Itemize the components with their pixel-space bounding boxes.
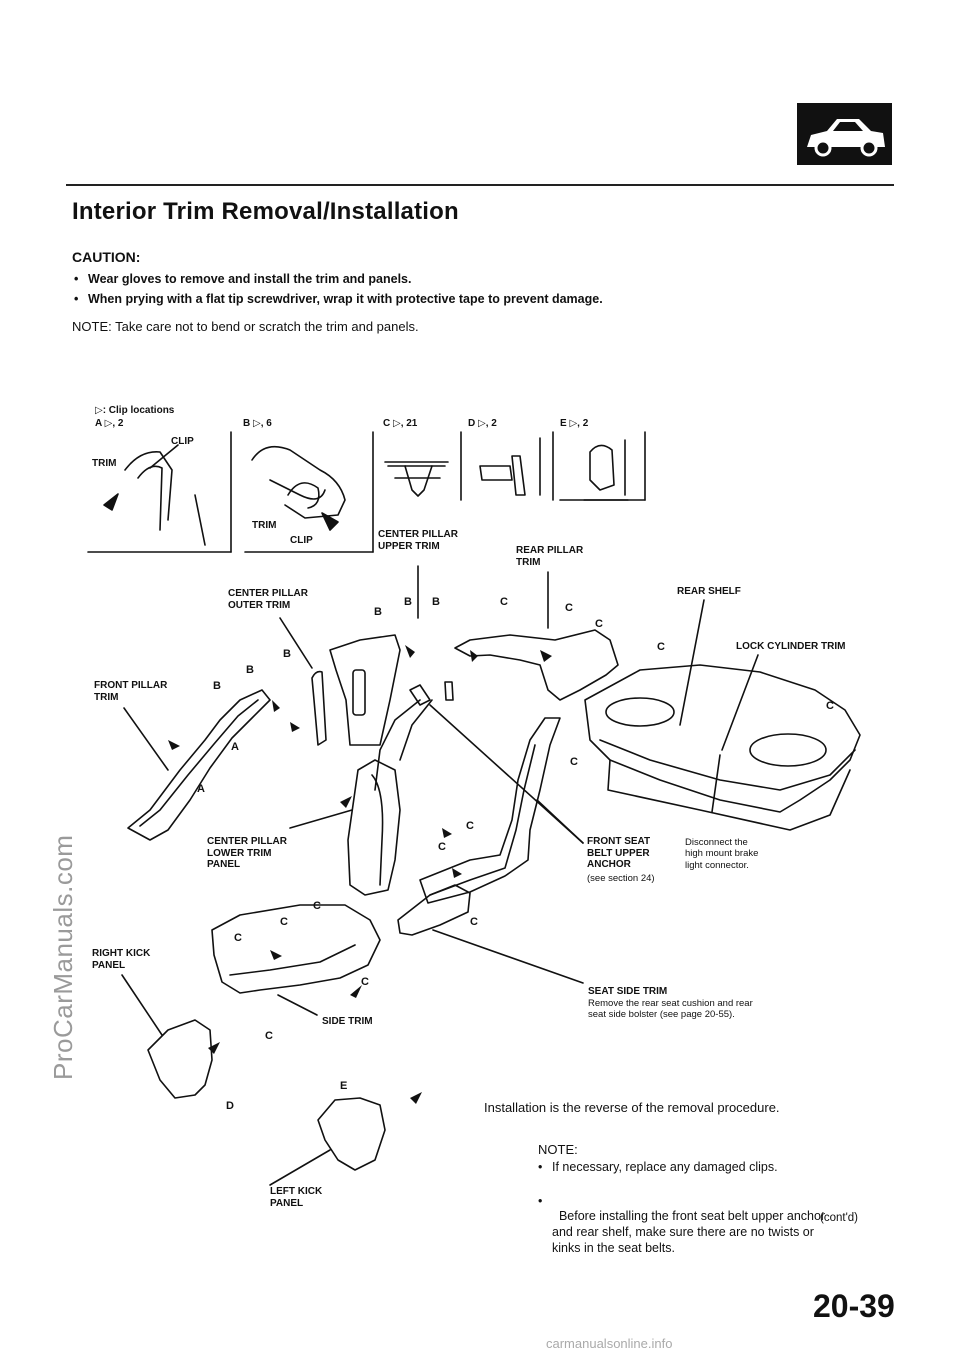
caution-item-1: • Wear gloves to remove and install the … xyxy=(74,272,412,286)
label-clip-a: CLIP xyxy=(171,436,194,447)
clip-count-e: E ▷, 2 xyxy=(560,418,589,429)
caution-item-text: Wear gloves to remove and install the tr… xyxy=(88,272,412,286)
footer-watermark: carmanualsonline.info xyxy=(546,1336,673,1351)
clip-letter-b: B xyxy=(432,596,440,608)
clip-letter-b: B xyxy=(404,596,412,608)
continued-label: (cont'd) xyxy=(820,1212,858,1224)
clip-letter-c: C xyxy=(234,932,242,944)
label-front-pillar-trim: FRONT PILLAR TRIM xyxy=(94,680,168,703)
caution-item-2: • When prying with a flat tip screwdrive… xyxy=(74,292,603,306)
bullet-dot: • xyxy=(538,1193,543,1208)
bullet-dot: • xyxy=(538,1160,543,1174)
label-center-pillar-lower-trim-panel: CENTER PILLAR LOWER TRIM PANEL xyxy=(207,836,287,870)
clip-letter-c: C xyxy=(466,820,474,832)
clip-letter-d: D xyxy=(226,1100,234,1112)
clip-count-d: D ▷, 2 xyxy=(468,418,497,429)
clip-letter-b: B xyxy=(283,648,291,660)
label-see-section-24: (see section 24) xyxy=(587,873,655,884)
note-item-text: Before installing the front seat belt up… xyxy=(552,1209,826,1255)
label-seat-side-trim-note: Remove the rear seat cushion and rear se… xyxy=(588,998,753,1021)
bullet-dot: • xyxy=(74,292,79,306)
label-rear-shelf: REAR SHELF xyxy=(677,586,741,597)
label-lock-cylinder-trim: LOCK CYLINDER TRIM xyxy=(736,641,846,652)
page-title: Interior Trim Removal/Installation xyxy=(72,198,459,225)
clip-letter-c: C xyxy=(280,916,288,928)
clip-legend: ▷: Clip locations xyxy=(95,405,175,416)
note-item-2: • Before installing the front seat belt … xyxy=(538,1178,826,1256)
label-center-pillar-upper-trim: CENTER PILLAR UPPER TRIM xyxy=(378,529,458,552)
clip-letter-c: C xyxy=(313,900,321,912)
label-trim-a: TRIM xyxy=(92,458,117,469)
note-text: NOTE: Take care not to bend or scratch t… xyxy=(72,319,419,334)
clip-letter-c: C xyxy=(361,976,369,988)
label-rear-pillar-trim: REAR PILLAR TRIM xyxy=(516,545,584,568)
clip-count-a: A ▷, 2 xyxy=(95,418,124,429)
clip-letter-c: C xyxy=(438,841,446,853)
clip-letter-b: B xyxy=(374,606,382,618)
clip-letter-c: C xyxy=(595,618,603,630)
note-heading: NOTE: xyxy=(538,1142,578,1157)
label-seat-side-trim: SEAT SIDE TRIM xyxy=(588,986,668,997)
clip-letter-b: B xyxy=(213,680,221,692)
note-item-text: If necessary, replace any damaged clips. xyxy=(552,1160,778,1174)
page-number: 20-39 xyxy=(813,1288,895,1324)
label-right-kick-panel: RIGHT KICK PANEL xyxy=(92,948,151,971)
label-center-pillar-outer-trim: CENTER PILLAR OUTER TRIM xyxy=(228,588,308,611)
clip-count-b: B ▷, 6 xyxy=(243,418,272,429)
installation-text: Installation is the reverse of the remov… xyxy=(484,1100,780,1115)
clip-letter-b: B xyxy=(246,664,254,676)
clip-letter-c: C xyxy=(500,596,508,608)
clip-letter-a: A xyxy=(197,783,205,795)
caution-heading: CAUTION: xyxy=(72,249,141,265)
clip-letter-a: A xyxy=(231,741,239,753)
clip-letter-c: C xyxy=(265,1030,273,1042)
label-side-trim: SIDE TRIM xyxy=(322,1016,373,1027)
clip-letter-c: C xyxy=(657,641,665,653)
clip-letter-c: C xyxy=(570,756,578,768)
label-left-kick-panel: LEFT KICK PANEL xyxy=(270,1186,323,1209)
header-rule xyxy=(66,184,894,186)
label-front-seat-belt-upper-anchor: FRONT SEAT BELT UPPER ANCHOR xyxy=(587,836,651,870)
label-trim-b: TRIM xyxy=(252,520,277,531)
bullet-dot: • xyxy=(74,272,79,286)
clip-letter-c: C xyxy=(470,916,478,928)
clip-letter-c: C xyxy=(826,700,834,712)
clip-count-c: C ▷, 21 xyxy=(383,418,418,429)
clip-letter-e: E xyxy=(340,1080,348,1092)
label-clip-b: CLIP xyxy=(290,535,313,546)
note-item-1: • If necessary, replace any damaged clip… xyxy=(538,1160,778,1176)
label-disconnect-note: Disconnect the high mount brake light co… xyxy=(685,837,759,871)
car-body-icon xyxy=(797,103,892,165)
clip-letter-c: C xyxy=(565,602,573,614)
caution-item-text: When prying with a flat tip screwdriver,… xyxy=(88,292,603,306)
